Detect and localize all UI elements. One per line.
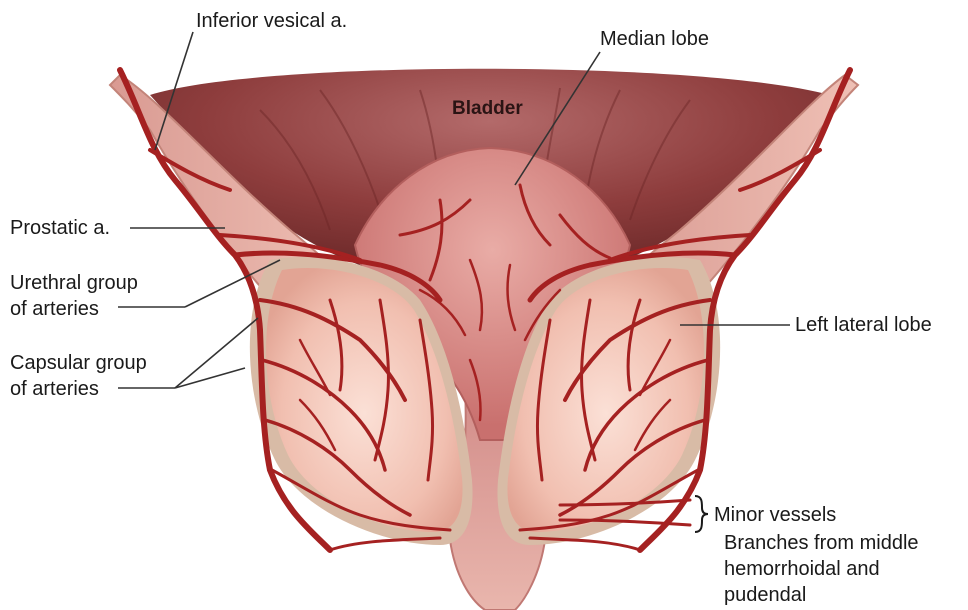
label-bladder: Bladder (452, 96, 523, 122)
label-median-lobe: Median lobe (600, 26, 709, 52)
label-branches-line2: hemorrhoidal and (724, 556, 880, 582)
label-capsular-group-line2: of arteries (10, 376, 99, 402)
minor-vessels-brace (695, 496, 708, 532)
label-capsular-group-line1: Capsular group (10, 350, 147, 376)
label-left-lateral-lobe: Left lateral lobe (795, 312, 932, 338)
label-branches-line3: pudendal (724, 582, 806, 608)
label-urethral-group-line2: of arteries (10, 296, 99, 322)
label-minor-vessels: Minor vessels (714, 502, 836, 528)
label-branches-line1: Branches from middle (724, 530, 919, 556)
label-inferior-vesical-artery: Inferior vesical a. (196, 8, 347, 34)
label-prostatic-artery: Prostatic a. (10, 215, 110, 241)
label-urethral-group-line1: Urethral group (10, 270, 138, 296)
